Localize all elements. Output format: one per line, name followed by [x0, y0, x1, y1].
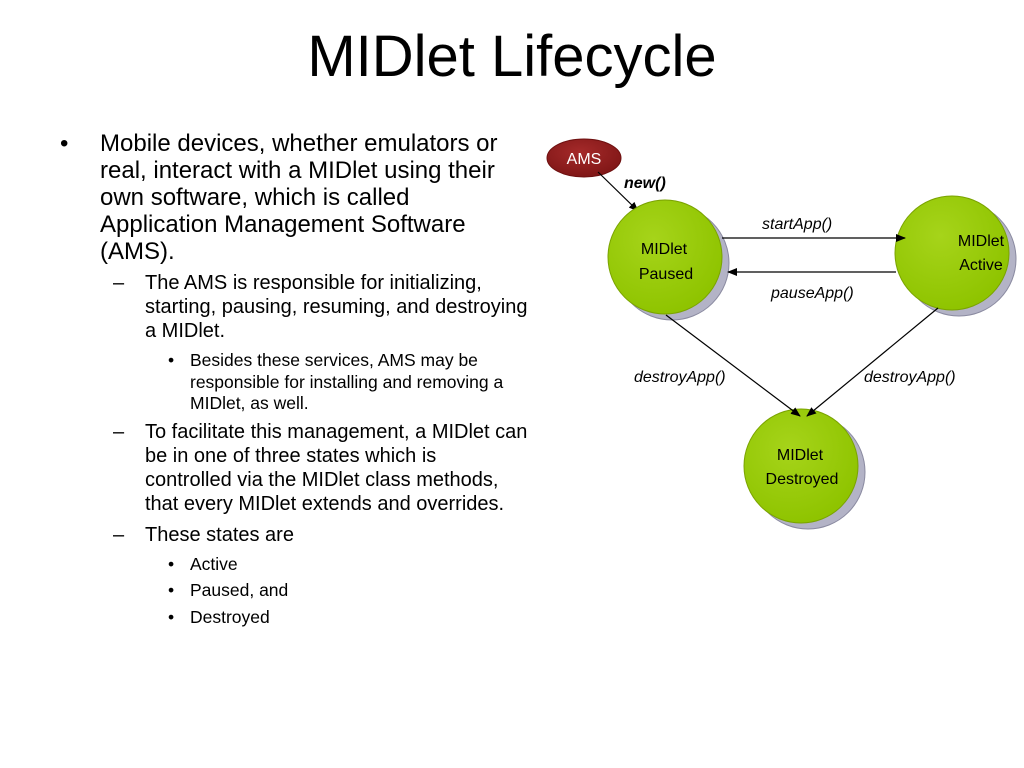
active-label-line2: Active	[959, 257, 1003, 274]
destroy-from-active-arrow	[806, 307, 939, 417]
state-text: Paused, and	[190, 580, 289, 600]
destroy-right-label: destroyApp()	[864, 369, 956, 386]
paused-label-line1: MIDlet	[641, 241, 688, 258]
destroyed-label-line2: Destroyed	[766, 471, 839, 488]
sub-bullet-text: The AMS is responsible for initializing,…	[145, 272, 528, 342]
bullet-text: Mobile devices, whether emulators or rea…	[100, 130, 498, 265]
state-list-item: • Active	[58, 554, 528, 576]
slide-title: MIDlet Lifecycle	[307, 24, 717, 89]
destroyed-label-line1: MIDlet	[777, 447, 824, 464]
destroy-from-paused-arrow	[665, 314, 801, 417]
sub-sub-bullet-text: Besides these services, AMS may be respo…	[190, 350, 504, 413]
bullet-dot-icon: •	[168, 553, 175, 574]
bullet-dot-icon: •	[60, 130, 69, 157]
sub-bullet-text: These states are	[145, 523, 294, 546]
sub-bullet-text: To facilitate this management, a MIDlet …	[145, 420, 528, 515]
bullet-list: • Mobile devices, whether emulators or r…	[58, 130, 528, 633]
paused-node	[607, 199, 723, 315]
destroyed-node	[743, 408, 859, 524]
bullet-dot-icon: •	[168, 350, 175, 370]
sub-bullet-item: – The AMS is responsible for initializin…	[58, 271, 528, 343]
state-text: Destroyed	[190, 606, 270, 627]
start-app-label: startApp()	[762, 216, 832, 233]
dash-icon: –	[113, 523, 125, 546]
pause-app-label: pauseApp()	[770, 285, 854, 302]
new-arrow	[597, 171, 639, 212]
bullet-item: • Mobile devices, whether emulators or r…	[58, 130, 528, 265]
state-text: Active	[190, 553, 238, 574]
ams-label: AMS	[567, 151, 602, 168]
sub-bullet-item: – These states are	[58, 523, 528, 547]
bullet-dot-icon: •	[168, 606, 175, 627]
destroy-left-label: destroyApp()	[634, 369, 726, 386]
bullet-dot-icon: •	[168, 580, 175, 600]
sub-sub-bullet-item: • Besides these services, AMS may be res…	[58, 350, 528, 415]
ams-node	[546, 138, 622, 178]
sub-bullet-item: – To facilitate this management, a MIDle…	[58, 420, 528, 516]
dash-icon: –	[113, 272, 125, 294]
paused-label-line2: Paused	[639, 266, 693, 283]
state-list-item: • Paused, and	[58, 580, 528, 602]
active-node	[894, 195, 1010, 311]
new-call-label: new()	[624, 175, 666, 192]
state-list-item: • Destroyed	[58, 607, 528, 629]
dash-icon: –	[113, 420, 125, 443]
active-label-line1: MIDlet	[958, 233, 1005, 250]
